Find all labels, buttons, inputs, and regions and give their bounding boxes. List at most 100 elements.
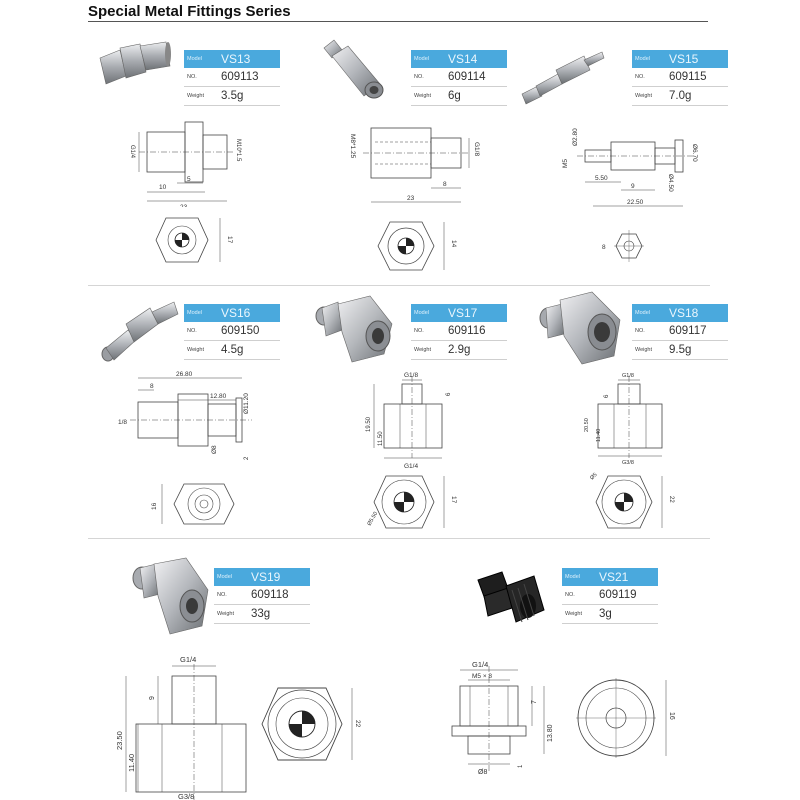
spec-label-weight: Weight	[635, 93, 653, 99]
spec-row-model: Model VS14	[411, 50, 507, 68]
spec-value-weight: 6g	[448, 90, 461, 102]
spec-value-no: 609114	[448, 71, 486, 83]
vs21-photo	[477, 571, 545, 623]
dim-label: 2	[244, 456, 250, 460]
spec-value-model: VS17	[448, 306, 478, 320]
spec-label-no: NO.	[414, 74, 424, 80]
spec-label-weight: Weight	[414, 347, 432, 353]
spec-value-model: VS18	[669, 306, 699, 320]
vs19-photo	[132, 557, 209, 635]
spec-label-no: NO.	[565, 592, 575, 598]
dim-label: 11.40	[127, 754, 136, 772]
spec-row-no: NO.609115	[632, 68, 728, 87]
dim-label: 6	[446, 392, 452, 396]
spec-label-model: Model	[635, 56, 650, 62]
dim-label: 22	[354, 720, 361, 728]
spec-row-no: NO.609117	[632, 322, 728, 341]
vs16-front-drawing: 16	[151, 483, 235, 525]
spec-label-no: NO.	[414, 328, 424, 334]
spec-label-model: Model	[217, 574, 232, 580]
dim-label: Ø8	[478, 769, 487, 776]
dim-label: 5	[187, 176, 191, 183]
spec-value-model: VS14	[448, 52, 478, 66]
spec-label-model: Model	[414, 310, 429, 316]
spec-row-no: NO.609113	[184, 68, 280, 87]
dim-label: Ø8	[211, 445, 218, 454]
vs16-side-drawing: 26.80 8 12.80 1/8 Ø11.20 Ø8 2	[118, 371, 252, 460]
spec-value-weight: 7.0g	[669, 90, 692, 102]
dim-label: 11.40	[596, 429, 602, 442]
dim-label: 10	[159, 184, 167, 191]
dim-label: 16	[668, 712, 675, 720]
spec-value-model: VS16	[221, 306, 251, 320]
dim-label: 23.50	[115, 731, 124, 750]
spec-label-model: Model	[565, 574, 580, 580]
spec-label-model: Model	[187, 310, 202, 316]
spec-row-model: Model VS13	[184, 50, 280, 68]
spec-value-no: 609119	[599, 589, 637, 601]
spec-value-weight: 9.5g	[669, 344, 692, 356]
section-divider	[88, 285, 710, 286]
vs14-side-drawing: M8*1.25 G1/8 8 23	[349, 127, 480, 203]
dim-label: Ø5.50	[367, 511, 380, 527]
dim-label: 7	[531, 700, 538, 704]
section-divider	[88, 538, 710, 539]
spec-label-weight: Weight	[187, 93, 205, 99]
spec-label-model: Model	[635, 310, 650, 316]
title-rule	[88, 21, 708, 22]
spec-label-model: Model	[187, 56, 202, 62]
spec-value-weight: 33g	[251, 608, 271, 620]
spec-row-model: Model VS16	[184, 304, 280, 322]
spec-value-model: VS13	[221, 52, 251, 66]
spec-value-weight: 2.9g	[448, 344, 471, 356]
spec-value-no: 609150	[221, 325, 260, 337]
vs18-photo	[539, 291, 621, 365]
spec-value-model: VS19	[251, 570, 281, 584]
spec-label-model: Model	[414, 56, 429, 62]
spec-row-model: Model VS15	[632, 50, 728, 68]
dim-label: G1/4	[180, 655, 196, 664]
spec-label-no: NO.	[217, 592, 227, 598]
dim-label: 23	[407, 195, 415, 202]
dim-label: 17	[226, 236, 233, 244]
vs19-front-drawing: 22	[261, 687, 361, 761]
dim-label: G3/8	[178, 792, 194, 800]
spec-row-weight: Weight 3g	[562, 605, 658, 624]
spec-label-weight: Weight	[565, 611, 583, 617]
vs17-front-drawing: 17 Ø5.50	[367, 475, 457, 529]
vs13-front-drawing: 17	[155, 217, 233, 263]
dim-label: 16	[151, 502, 158, 510]
vs15-photo	[521, 51, 605, 105]
dim-label: 8	[602, 244, 606, 251]
vs13-side-drawing: G1/4 M10*1.5 10 5 23	[129, 121, 241, 207]
spec-row-no: NO.609150	[184, 322, 280, 341]
spec-value-no: 609118	[251, 589, 289, 601]
spec-value-weight: 3g	[599, 608, 612, 620]
vs17-photo	[315, 295, 393, 363]
dim-label: G3/8	[622, 460, 634, 466]
dim-label: 8	[150, 383, 154, 390]
dim-label: Ø11.20	[243, 393, 250, 414]
dim-label: 19.50	[366, 416, 372, 432]
spec-value-no: 609117	[669, 325, 707, 337]
spec-row-no: NO.609116	[411, 322, 507, 341]
dim-label: 20.50	[584, 418, 590, 432]
spec-row-weight: Weight 2.9g	[411, 341, 507, 360]
spec-row-model: Model VS19	[214, 568, 310, 586]
dim-label: Ø4.50	[667, 174, 674, 192]
spec-value-no: 609115	[669, 71, 707, 83]
dim-label: 6	[604, 394, 610, 398]
vs21-front-drawing: 16	[576, 678, 675, 758]
dim-label: 14	[450, 240, 457, 248]
spec-value-model: VS15	[669, 52, 699, 66]
